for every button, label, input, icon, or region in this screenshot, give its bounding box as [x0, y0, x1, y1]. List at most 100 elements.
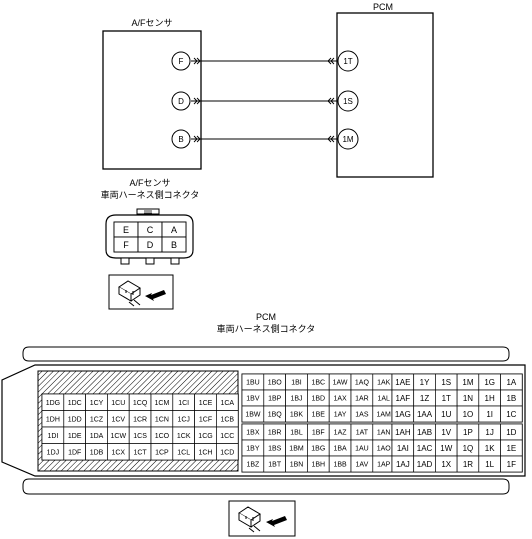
connector-pin-label: 1BG	[311, 446, 325, 453]
connector-pin-label: 1DC	[68, 400, 82, 407]
connector-pin-label: 1CL	[177, 449, 190, 456]
pcm-connector-caption-2: 車両ハーネス側コネクタ	[217, 323, 316, 334]
pcm-pin-label: 1M	[342, 135, 353, 144]
connector-pin-label: 1CV	[111, 416, 125, 423]
connector-pin-label: E	[123, 225, 129, 235]
af-sensor-title: A/Fセンサ	[131, 18, 172, 28]
connector-pin-label: 1AD	[417, 460, 433, 469]
connector-pin-label: 1BJ	[290, 396, 302, 403]
connector-pin-label: 1AI	[397, 444, 409, 453]
connector-pin-label: 1CH	[198, 449, 212, 456]
connector-pin-label: 1BQ	[268, 412, 283, 419]
connector-pin-label: 1N	[463, 394, 473, 403]
connector-pin-label: 1AR	[355, 396, 369, 403]
connector-pin-label: 1H	[485, 394, 495, 403]
connector-pin-label: 1BI	[291, 380, 302, 387]
connector-pin-label: 1BN	[290, 462, 304, 469]
connector-pin-label: 1AF	[396, 394, 411, 403]
connector-pin-label: 1BE	[312, 412, 326, 419]
connector-pin-label: 1DJ	[47, 449, 59, 456]
connector-cavity	[500, 405, 523, 423]
pcm-connector-caption-1: PCM	[256, 312, 276, 322]
connector-pin-label: 1AM	[376, 412, 391, 419]
connector-pin-label: 1AU	[355, 446, 369, 453]
connector-pin-label: 1BT	[268, 462, 282, 469]
connector-pin-label: 1DI	[47, 433, 58, 440]
connector-pin-label: 1AX	[333, 396, 347, 403]
connector-pin-label: 1CY	[90, 400, 104, 407]
connector-pin-label: 1BH	[311, 462, 325, 469]
pcm-pin-label: 1T	[343, 57, 352, 66]
connector-pin-label: 1G	[484, 378, 495, 387]
connector-pin-label: 1AY	[334, 412, 347, 419]
connector-cavity	[161, 236, 187, 253]
connector-pin-label: 1CA	[220, 400, 234, 407]
connector-pin-label: 1E	[506, 444, 516, 453]
connector-pin-label: 1AP	[377, 462, 391, 469]
connector-pin-label: 1AB	[417, 428, 432, 437]
connector-pin-label: 1BL	[290, 430, 303, 437]
sensor-pin-circle	[171, 51, 191, 71]
connector-pin-label: 1BA	[333, 446, 347, 453]
connector-pin-label: 1CZ	[90, 416, 104, 423]
sensor-pin-label: B	[178, 135, 183, 144]
connector-pin-label: 1I	[486, 410, 493, 419]
connector-pin-label: 1BS	[268, 446, 282, 453]
connector-pin-label: 1BC	[311, 380, 325, 387]
connector-pin-label: 1BX	[246, 430, 260, 437]
wire: D 1S	[171, 90, 359, 112]
connector-pin-label: 1BY	[246, 446, 260, 453]
connector-pin-label: 1DF	[68, 449, 81, 456]
sensor-pin-label: D	[178, 97, 184, 106]
connector-pin-label: 1BR	[268, 430, 282, 437]
connector-pin-label: 1BK	[290, 412, 304, 419]
connector-pin-label: 1CP	[155, 449, 169, 456]
connector-pin-label: 1F	[507, 460, 516, 469]
connector-pin-label: 1DG	[46, 400, 60, 407]
connector-pin-label: 1CK	[177, 433, 191, 440]
connector-pin-label: 1AE	[395, 378, 410, 387]
connector-pin-label: 1BP	[268, 396, 282, 403]
connector-pin-label: D	[147, 240, 154, 250]
connector-pin-label: 1CN	[155, 416, 169, 423]
pcm-title: PCM	[373, 2, 393, 12]
connector-pin-label: 1AK	[377, 380, 391, 387]
connector-pin-label: 1M	[462, 378, 473, 387]
connector-pin-label: 1BO	[268, 380, 283, 387]
connector-pin-label: 1R	[463, 460, 473, 469]
connector-pin-label: 1CO	[155, 433, 170, 440]
connector-pin-label: 1CI	[178, 400, 189, 407]
pcm-pin-circle	[337, 128, 359, 150]
connector-pin-label: 1S	[441, 378, 451, 387]
connector-pin-label: 1CU	[111, 400, 125, 407]
connector-pin-label: 1O	[463, 410, 474, 419]
sensor-pin-circle	[171, 129, 191, 149]
connector-pin-label: 1BU	[246, 380, 260, 387]
connector-pin-label: 1P	[463, 428, 473, 437]
pcm-pin-label: 1S	[343, 97, 353, 106]
connector-pin-label: 1DH	[46, 416, 60, 423]
connector-pin-label: 1AQ	[355, 380, 370, 387]
connector-pin-label: 1CG	[198, 433, 212, 440]
connector-pin-label: 1CE	[199, 400, 213, 407]
connector-pin-label: 1CJ	[177, 416, 189, 423]
connector-pin-label: 1D	[506, 428, 516, 437]
connector-pin-label: 1T	[442, 394, 451, 403]
connector-cavity	[500, 455, 523, 473]
wire: B 1M	[171, 128, 359, 150]
connector-pin-label: 1U	[441, 410, 451, 419]
connector-pin-label: 1AH	[395, 428, 411, 437]
connector-pin-label: 1AJ	[396, 460, 410, 469]
connector-pin-label: 1CF	[199, 416, 212, 423]
connector-pin-label: 1Z	[420, 394, 429, 403]
connector-pin-label: 1AS	[355, 412, 369, 419]
connector-pin-label: 1CS	[133, 433, 147, 440]
connector-pin-label: 1BB	[333, 462, 347, 469]
connector-pin-label: 1CX	[111, 449, 125, 456]
connector-pin-label: 1BW	[245, 412, 261, 419]
connector-pin-label: 1DD	[68, 416, 82, 423]
connector-pin-label: 1CD	[220, 449, 234, 456]
